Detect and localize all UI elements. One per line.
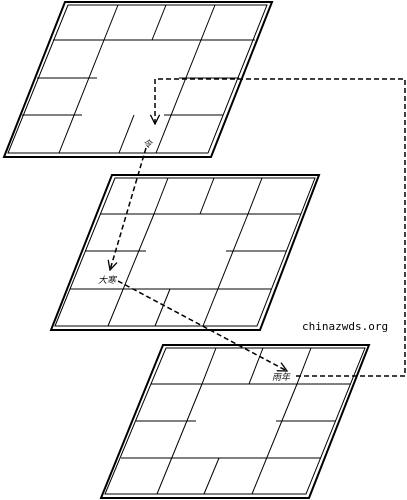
middle-board [49,174,321,331]
top-board-inner-frame [7,4,268,154]
bottom-board-label: 雨年 [272,372,291,383]
bottom-board [99,344,371,499]
middle-board-grid [70,177,301,327]
return-dashed-path [155,78,406,377]
middle-board-inner-frame [54,177,316,327]
top-board [2,1,274,158]
middle-board-label: 大寒 [98,275,118,286]
bottom-board-grid [121,347,351,495]
top-board-label: 令 [143,139,153,150]
top-board-outer-frame [2,1,274,158]
bottom-board-inner-frame [104,347,366,495]
middle-board-outer-frame [49,174,321,331]
connectors [110,78,406,377]
watermark-text: chinazwds.org [302,320,388,333]
bottom-board-outer-frame [99,344,371,499]
top-to-middle-dashed-arrow [110,147,147,270]
top-board-grid [22,4,255,154]
